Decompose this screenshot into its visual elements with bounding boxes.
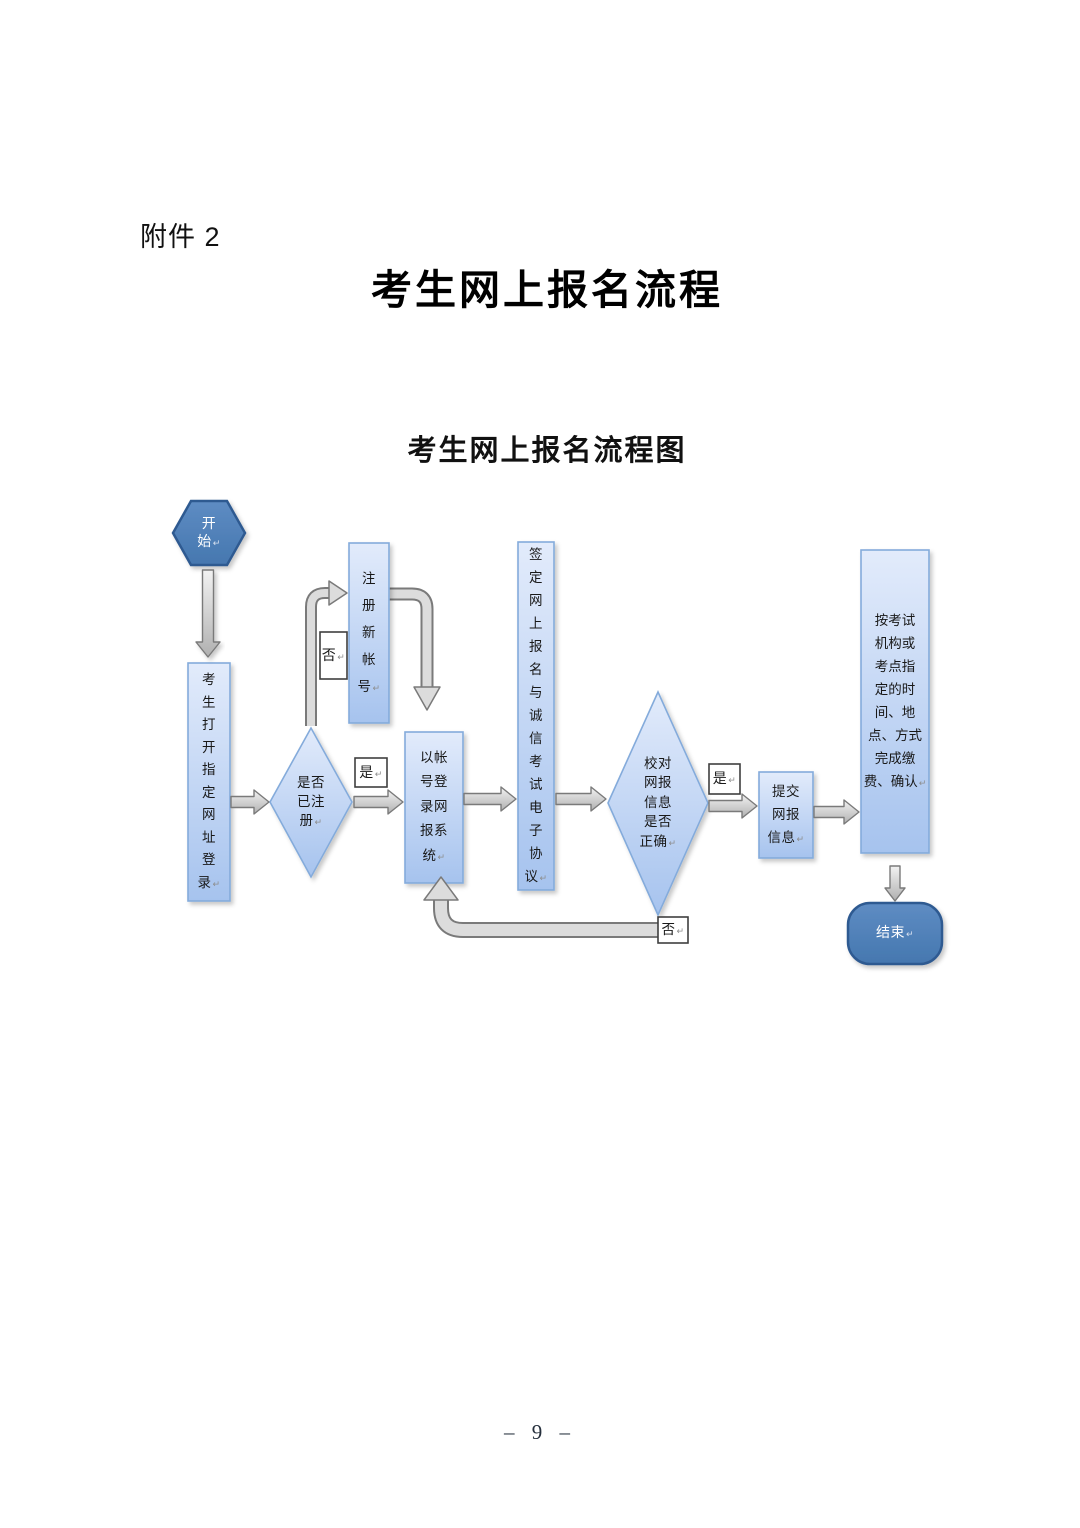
sign-agreement-node <box>517 541 555 891</box>
no-loop-arrowhead <box>328 580 348 606</box>
return-mark-icon: ↵ <box>437 851 446 862</box>
start-node <box>171 499 247 567</box>
return-arrowhead <box>423 876 459 901</box>
submit-info-text: 提交 网报 信息 <box>767 783 800 845</box>
verify-decision-node <box>607 690 709 917</box>
return-pipe <box>435 900 659 936</box>
register-to-login-connector <box>389 587 441 711</box>
arrow-agreement-to-decision2 <box>555 786 607 812</box>
return-mark-icon: ↵ <box>918 777 927 788</box>
return-mark-icon: ↵ <box>374 768 383 779</box>
register-arrowhead <box>413 686 441 711</box>
return-mark-icon: ↵ <box>676 925 685 936</box>
sign-agreement-node-label: 签 定 网 上 报 名 与 诚 信 考 试 电 子 协 议↵ <box>518 542 554 890</box>
no-loop-connector <box>305 580 348 726</box>
attachment-label: 附件 2 <box>140 222 221 252</box>
no2-label: 否↵ <box>658 917 688 943</box>
start-node-label: 开 始↵ <box>173 501 245 565</box>
login-system-text: 以帐 号登 录网 报系 统 <box>420 749 448 863</box>
register-new-text: 注 册 新 帐 号 <box>357 570 376 694</box>
no1-box <box>319 631 348 680</box>
open-site-node <box>187 662 231 902</box>
no1-text: 否 <box>321 646 337 663</box>
registered-question-text: 是否 已注 册 <box>297 775 325 828</box>
submit-info-node-label: 提交 网报 信息↵ <box>759 772 813 858</box>
page-number: – 9 – <box>504 1420 576 1444</box>
register-pipe <box>389 589 432 687</box>
arrow-login-to-agreement <box>463 786 517 812</box>
open-site-node-label: 考 生 打 开 指 定 网 址 登 录↵ <box>188 663 230 901</box>
register-new-node <box>348 542 390 724</box>
no-loop-pipe <box>307 589 329 726</box>
sign-agreement-text: 签 定 网 上 报 名 与 诚 信 考 试 电 子 协 议 <box>524 546 543 884</box>
no1-label: 否↵ <box>320 632 347 679</box>
return-mark-icon: ↵ <box>796 833 805 844</box>
register-pipe-outline <box>389 587 434 687</box>
page-title: 考生网上报名流程 <box>371 267 723 313</box>
arrow-start-to-open <box>195 569 221 658</box>
return-mark-icon: ↵ <box>905 929 915 939</box>
registered-decision-node <box>269 726 353 879</box>
payment-confirm-text: 按考试 机构或 考点指 定的时 间、地 点、方式 完成缴 费、确认 <box>863 612 922 789</box>
no2-box <box>657 916 689 944</box>
register-new-node-label: 注 册 新 帐 号↵ <box>349 543 389 723</box>
open-site-text: 考 生 打 开 指 定 网 址 登 录 <box>197 672 216 890</box>
return-mark-icon: ↵ <box>539 872 548 883</box>
end-node <box>846 901 944 966</box>
no2-text: 否 <box>661 921 676 937</box>
arrow-submit-to-payment <box>813 799 860 825</box>
return-mark-icon: ↵ <box>337 651 346 662</box>
arrow-payment-to-end <box>884 865 906 902</box>
login-system-node <box>404 731 464 884</box>
start-text: 开 始 <box>197 515 217 549</box>
registered-decision-label: 是否 已注 册↵ <box>270 728 352 877</box>
login-system-node-label: 以帐 号登 录网 报系 统↵ <box>405 732 463 883</box>
end-text: 结束 <box>875 924 905 940</box>
arrow-yes-to-submit <box>708 793 758 819</box>
return-mark-icon: ↵ <box>728 775 737 785</box>
return-mark-icon: ↵ <box>314 817 323 827</box>
yes2-text: 是 <box>712 770 728 786</box>
end-node-label: 结束↵ <box>848 903 942 964</box>
yes2-box <box>708 763 741 795</box>
return-mark-icon: ↵ <box>212 538 221 548</box>
payment-confirm-node-label: 按考试 机构或 考点指 定的时 间、地 点、方式 完成缴 费、确认↵ <box>861 550 929 853</box>
return-mark-icon: ↵ <box>212 878 221 889</box>
verify-question-text: 校对 网报 信息 是否 正确 <box>639 755 672 849</box>
payment-confirm-node <box>860 549 930 854</box>
return-mark-icon: ↵ <box>372 682 381 693</box>
verify-no-return-connector <box>423 876 659 938</box>
arrow-yes-to-login <box>353 789 404 815</box>
submit-info-node <box>758 771 814 859</box>
yes1-label: 是↵ <box>355 758 387 787</box>
yes1-text: 是 <box>359 763 374 780</box>
return-mark-icon: ↵ <box>668 837 677 848</box>
arrow-open-to-decision1 <box>230 789 270 815</box>
yes1-box <box>354 757 388 788</box>
verify-decision-label: 校对 网报 信息 是否 正确↵ <box>608 692 708 915</box>
yes2-label: 是↵ <box>709 764 740 794</box>
diagram-title: 考生网上报名流程图 <box>407 435 687 467</box>
